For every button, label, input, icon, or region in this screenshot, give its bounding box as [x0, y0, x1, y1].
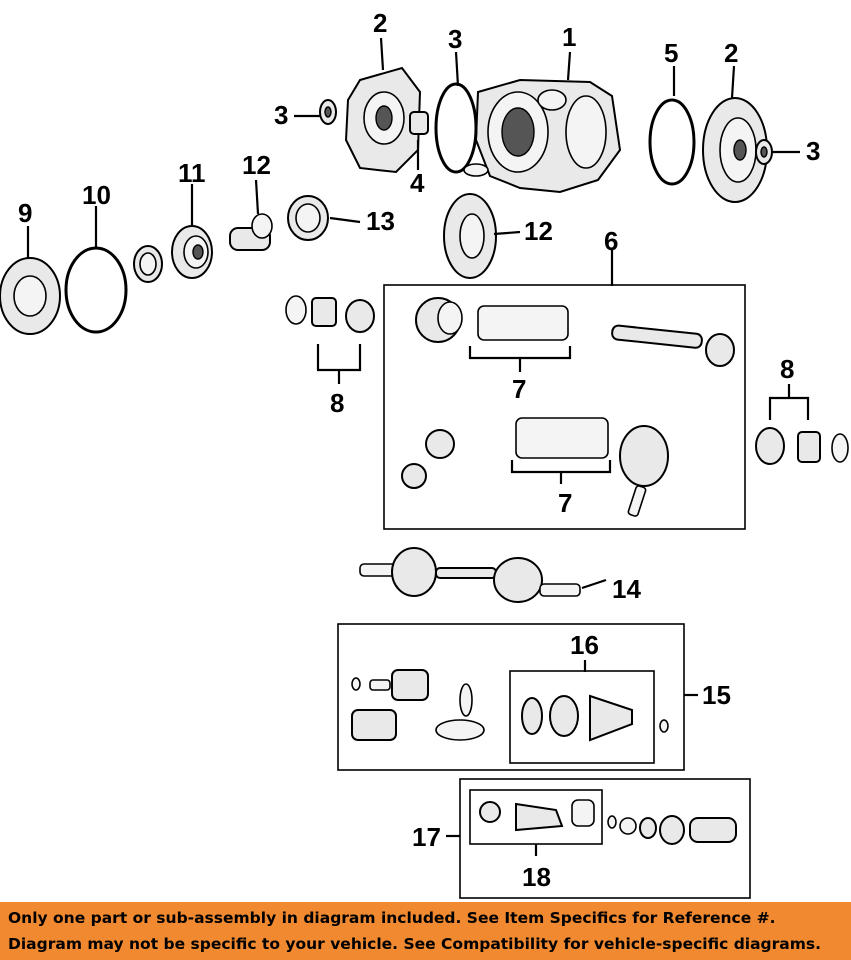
bearing-small [133, 245, 163, 283]
part-8-bearings-right [755, 427, 849, 465]
callout-18: 18 [522, 862, 551, 892]
part-12-sleeve [229, 213, 273, 251]
part-6-box [383, 284, 746, 530]
callout-16: 16 [570, 630, 599, 660]
part-15-contents [351, 669, 669, 742]
callout-17: 17 [412, 822, 441, 852]
callout-13: 13 [366, 206, 395, 236]
bracket-7b [510, 460, 612, 484]
part-9-cover-plate [0, 257, 61, 335]
part-10-o-ring [64, 246, 128, 334]
callout-14: 14 [612, 574, 641, 604]
leader-arrows [26, 37, 800, 590]
callout-8-left: 8 [330, 388, 344, 418]
callout-5: 5 [664, 38, 678, 68]
part-5-o-ring [648, 98, 696, 186]
callout-3-ring: 3 [448, 24, 462, 54]
callout-11: 11 [178, 158, 206, 188]
notice-banner: Only one part or sub-assembly in diagram… [0, 902, 851, 960]
callout-7-top: 7 [512, 374, 526, 404]
part-2-cover-left [344, 66, 422, 174]
callout-8-right: 8 [780, 354, 794, 384]
notice-line-2: Diagram may not be specific to your vehi… [8, 935, 822, 953]
notice-line-1: Only one part or sub-assembly in diagram… [8, 909, 776, 927]
part-15-box [337, 623, 685, 771]
part-16-box [509, 670, 655, 764]
callout-7-bottom: 7 [558, 488, 572, 518]
callout-12-gear: 12 [524, 216, 553, 246]
callout-3-left: 3 [274, 100, 288, 130]
part-1-housing [474, 78, 622, 194]
part-8-bearings-left [285, 295, 375, 333]
callout-3-right: 3 [806, 136, 820, 166]
part-3-seal-right [755, 139, 773, 165]
bracket-8b [768, 384, 810, 420]
part-11-gear [171, 225, 213, 279]
part-17-box [459, 778, 751, 899]
part-14-axle-shaft [359, 547, 581, 603]
callout-6: 6 [604, 226, 618, 256]
callout-4: 4 [410, 168, 425, 198]
part-4-bushing [409, 111, 489, 177]
part-13-ring [287, 195, 329, 241]
part-3-gasket-ring [434, 82, 478, 174]
part-6-contents [401, 297, 735, 517]
bracket-8a [316, 344, 362, 384]
callout-2-left: 2 [373, 8, 387, 38]
part-17-contents [479, 799, 737, 845]
callout-2-right: 2 [724, 38, 738, 68]
callout-9: 9 [18, 198, 32, 228]
callout-10: 10 [82, 180, 111, 210]
part-12-ring-gear [443, 193, 497, 279]
callout-15: 15 [702, 680, 731, 710]
part-3-seal-left [319, 99, 337, 125]
parts-diagram: 1 2 2 3 3 3 4 5 6 7 7 8 8 9 10 11 12 12 … [0, 8, 849, 899]
callout-12-top: 12 [242, 150, 271, 180]
callout-1: 1 [562, 22, 576, 52]
bracket-7a [468, 346, 572, 372]
